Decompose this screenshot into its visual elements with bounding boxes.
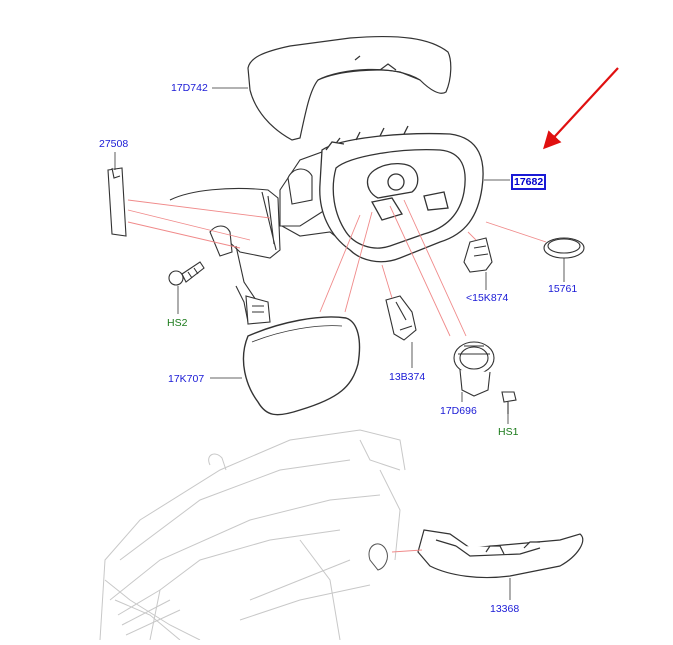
puddle-bracket-part[interactable] [385, 295, 417, 341]
label-15k874[interactable]: <15K874 [466, 292, 509, 304]
clip-part[interactable] [463, 237, 493, 273]
round-pad-part[interactable] [543, 237, 585, 259]
label-hs1[interactable]: HS1 [498, 426, 519, 438]
mirror-cover-part[interactable] [247, 35, 452, 141]
leader-lines [127, 199, 547, 553]
screw-hs2[interactable] [168, 261, 205, 286]
label-17k707[interactable]: 17K707 [168, 373, 205, 385]
mirror-glass-part[interactable] [242, 316, 361, 416]
bracket-strip-part[interactable] [107, 167, 127, 237]
motor-part[interactable] [453, 341, 495, 397]
vehicle-outline [99, 429, 406, 641]
label-13b374[interactable]: 13B374 [389, 371, 426, 383]
label-connectors [114, 87, 565, 600]
side-indicator-part[interactable] [417, 529, 584, 579]
label-27508[interactable]: 27508 [99, 138, 129, 150]
label-17d742[interactable]: 17D742 [171, 82, 208, 94]
label-17682-selected[interactable]: 17682 [511, 174, 547, 190]
mirror-housing-part[interactable] [319, 125, 484, 263]
screw-hs1[interactable] [501, 391, 517, 414]
pointer-arrow [543, 67, 619, 150]
label-17d696[interactable]: 17D696 [440, 405, 477, 417]
label-hs2[interactable]: HS2 [167, 317, 188, 329]
label-15761[interactable]: 15761 [548, 283, 578, 295]
label-13368[interactable]: 13368 [490, 603, 520, 615]
